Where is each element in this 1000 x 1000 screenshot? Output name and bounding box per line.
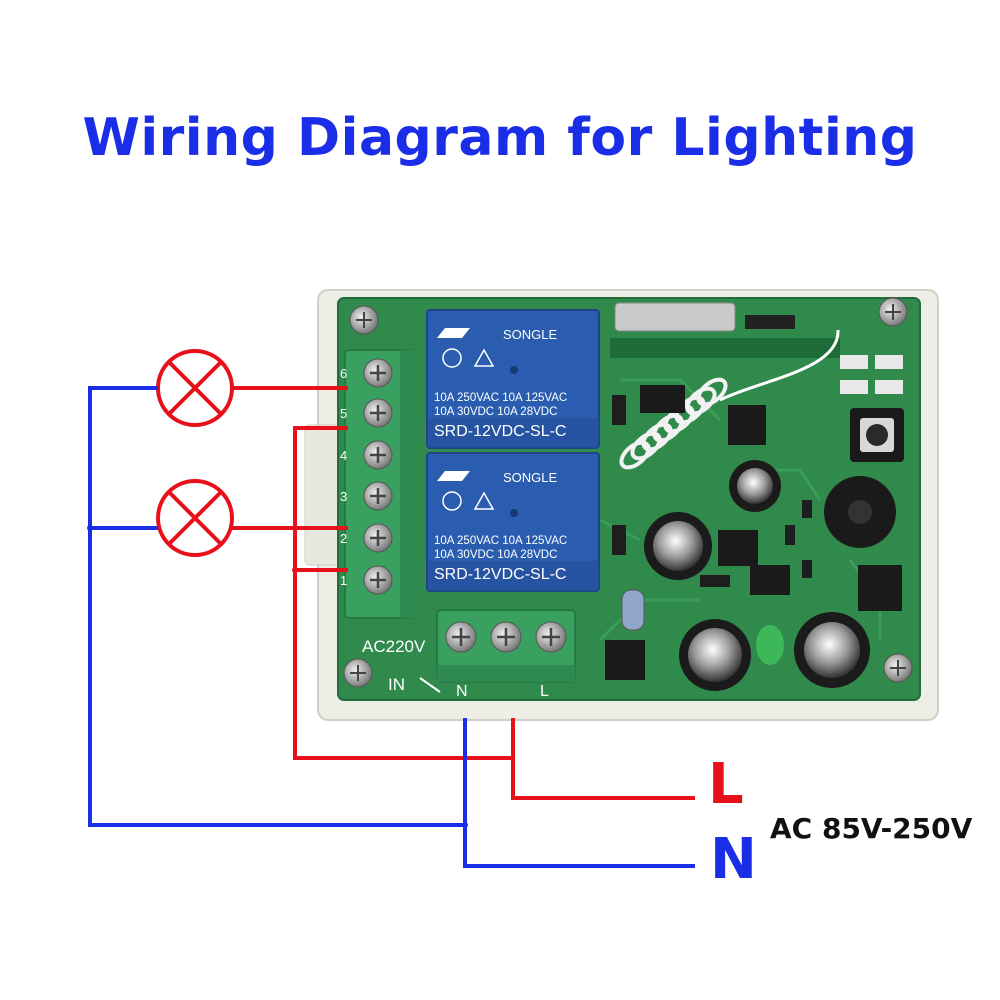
ic-chip (605, 385, 902, 680)
line-label: L (708, 752, 744, 817)
wire-junctions (87, 525, 468, 828)
output-terminal-screw (363, 481, 393, 511)
rf-receiver-module (610, 302, 840, 402)
output-terminal-screw (363, 358, 393, 388)
terminal-number: 2 (340, 531, 347, 546)
led-indicators (840, 355, 903, 394)
inductor-coil (824, 476, 896, 548)
board-terminal-n-label: N (456, 683, 468, 700)
relay-model: SRD-12VDC-SL-C (434, 566, 566, 583)
output-terminal-screw (363, 523, 393, 553)
neutral-wires (88, 386, 695, 868)
electrolytic-capacitor (794, 612, 870, 688)
relay-rating-line2: 10A 30VDC 10A 28VDC (434, 406, 557, 418)
lamp-2 (156, 479, 234, 557)
power-terminal-block (436, 609, 576, 683)
board-power-label: AC220V (362, 637, 426, 656)
power-terminal-screw (490, 621, 522, 653)
neutral-label: N (710, 827, 757, 892)
relay-brand: SONGLE (503, 327, 558, 342)
relay-2: SONGLE 10A 250VAC 10A 125VAC 10A 30VDC 10A… (426, 452, 600, 592)
output-terminal-screw (363, 440, 393, 470)
in-arrow (419, 677, 441, 693)
diagram-title: Wiring Diagram for Lighting (82, 108, 918, 168)
electrolytic-capacitor (729, 460, 781, 512)
screw-top-right (878, 297, 908, 327)
electrolytic-capacitor (644, 512, 712, 580)
relay-1: SONGLE 10A 250VAC 10A 125VAC 10A 30VDC 10A… (426, 309, 600, 449)
terminal-number: 3 (340, 489, 347, 504)
terminal-number: 1 (340, 573, 347, 588)
terminal-number: 6 (340, 366, 347, 381)
output-terminal-block (344, 349, 416, 619)
smd-components (612, 395, 812, 587)
voltage-label: AC 85V-250V (770, 812, 973, 845)
relay-rating-line2: 10A 30VDC 10A 28VDC (434, 549, 557, 561)
output-terminal-screw (363, 565, 393, 595)
relay-rating-line1: 10A 250VAC 10A 125VAC (434, 535, 567, 547)
ceramic-capacitor (621, 589, 645, 631)
line-wires (232, 386, 695, 800)
relay-model: SRD-12VDC-SL-C (434, 423, 566, 440)
push-button (850, 408, 904, 462)
power-terminal-screw (535, 621, 567, 653)
lamp-1 (156, 349, 234, 427)
power-terminal-screw (445, 621, 477, 653)
output-terminal-screw (363, 398, 393, 428)
board-in-label: IN (388, 675, 405, 694)
screw-top-left (349, 305, 379, 335)
electrolytic-capacitor (679, 619, 751, 691)
board-terminal-l-label: L (540, 683, 549, 700)
screw-bottom-left (343, 658, 373, 688)
terminal-number: 5 (340, 406, 347, 421)
green-led (756, 625, 784, 665)
screw-bottom-right (883, 653, 913, 683)
terminal-number: 4 (340, 448, 347, 463)
relay-rating-line1: 10A 250VAC 10A 125VAC (434, 392, 567, 404)
relay-brand: SONGLE (503, 470, 558, 485)
